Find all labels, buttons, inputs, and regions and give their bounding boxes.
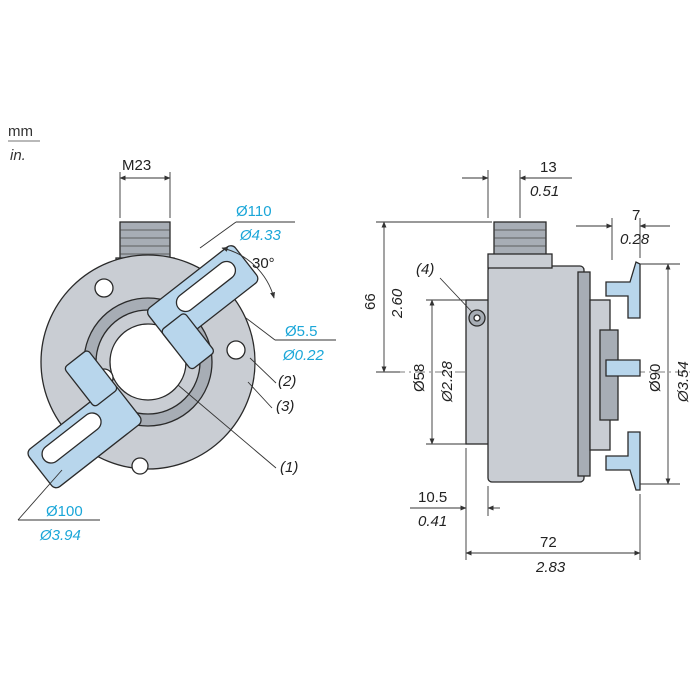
dim7-mm: 7 (632, 207, 640, 224)
d100-mm: Ø100 (46, 503, 83, 520)
d90-mm: Ø90 (647, 364, 664, 392)
angle-label: 30° (252, 255, 275, 272)
callout-1: (1) (280, 459, 298, 476)
dim10-5-mm: 10.5 (418, 489, 447, 506)
callout-3: (3) (276, 398, 294, 415)
callout-2: (2) (278, 373, 296, 390)
front-view: M23 Ø110 Ø4.33 30° Ø5.5 Ø0.22 (2) (3) (1… (17, 157, 336, 544)
lower-bracket (27, 350, 142, 489)
d5-5-in: Ø0.22 (282, 347, 325, 364)
d58-in: Ø2.28 (439, 360, 456, 403)
d110-in: Ø4.33 (239, 227, 282, 244)
dim66-in: 2.60 (389, 288, 406, 319)
callout-4: (4) (416, 261, 434, 278)
side-view: 13 0.51 7 0.28 66 2.60 (4) Ø58 Ø2.28 Ø90… (362, 159, 692, 576)
thread-label: M23 (122, 157, 151, 174)
dim66-mm: 66 (362, 293, 379, 310)
side-bracket-bottom (605, 431, 641, 491)
encoder-housing (487, 265, 585, 483)
d5-5-mm: Ø5.5 (285, 323, 318, 340)
d90-in: Ø3.54 (675, 361, 692, 403)
units-legend: mm in. (8, 123, 40, 164)
dim72-mm: 72 (540, 534, 557, 551)
dim13-in: 0.51 (530, 183, 559, 200)
side-bracket-top (605, 261, 641, 319)
dim72-in: 2.83 (535, 559, 566, 576)
d58-mm: Ø58 (411, 364, 428, 392)
d100-in: Ø3.94 (39, 527, 81, 544)
side-bracket-mid (605, 359, 641, 377)
dim13-mm: 13 (540, 159, 557, 176)
d110-mm: Ø110 (236, 203, 272, 220)
unit-mm: mm (8, 123, 33, 140)
dim10-5-in: 0.41 (418, 513, 447, 530)
dim7-in: 0.28 (620, 231, 650, 248)
unit-in: in. (10, 147, 26, 164)
